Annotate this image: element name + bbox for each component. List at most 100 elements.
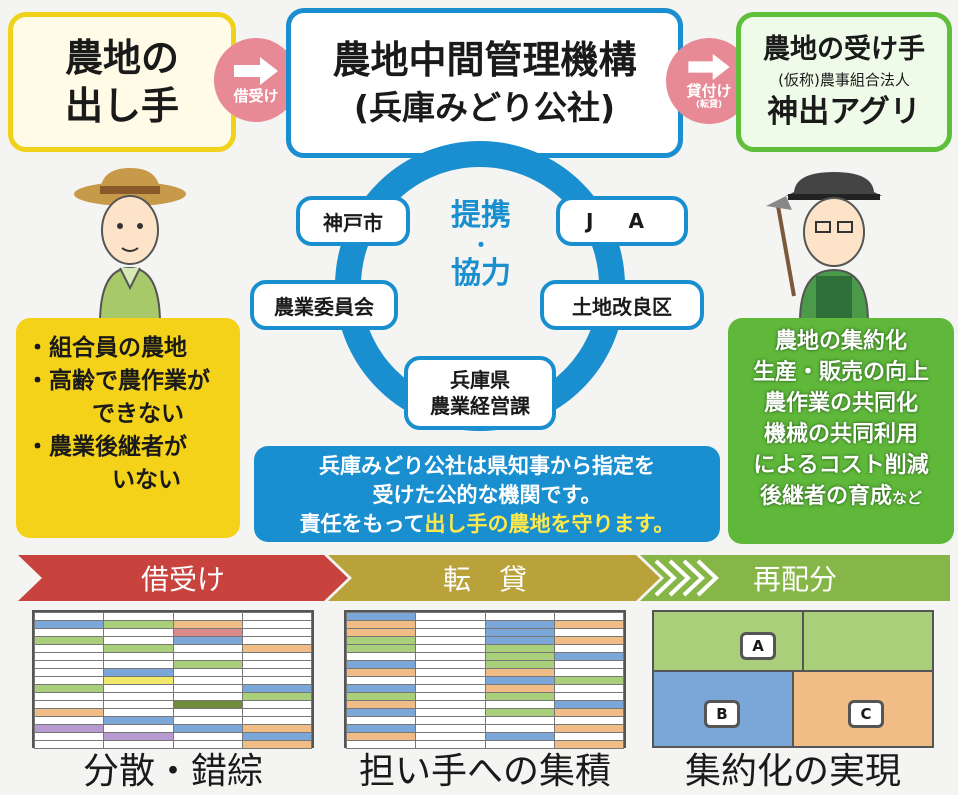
stage-label: 借受け [140, 563, 225, 596]
grid-row [345, 708, 625, 717]
plot-cell [103, 652, 174, 661]
plot-cell [553, 740, 625, 749]
plot-cell [103, 620, 174, 629]
plot-cell [345, 652, 417, 661]
grid-row [345, 636, 625, 645]
cooperation-label: 提携 ・ 協力 [440, 196, 522, 294]
prefecture-line2: 農業経営課 [430, 394, 530, 418]
plot-cell [345, 612, 417, 621]
lend-arrow: 借受け [214, 38, 298, 122]
plot-cell [241, 684, 313, 693]
plot-cell [553, 628, 625, 637]
plot-cell [345, 620, 417, 629]
note-highlight: 出し手の農地を守ります。 [424, 512, 675, 536]
plot-cell [33, 612, 105, 621]
grid-row [33, 652, 313, 661]
grid-row [345, 612, 625, 621]
grid-row [33, 692, 313, 701]
grid-row [345, 716, 625, 725]
benefit-item: 農作業の共同化 [763, 391, 918, 416]
plot-cell [553, 668, 625, 677]
coop-dot: ・ [471, 233, 491, 257]
plot-cell [415, 732, 486, 741]
plot-cell [484, 612, 555, 621]
receiver-type: (仮称)農事組合法人 [778, 71, 910, 89]
plot-cell [484, 676, 555, 685]
plot-cell [553, 708, 625, 717]
grid-row [33, 732, 313, 741]
partner-kobe: 神戸市 [296, 196, 410, 246]
grid-row [345, 676, 625, 685]
plot-cell [415, 636, 486, 645]
plot-cell [345, 732, 417, 741]
giver-point: ・高齢で農作業が [26, 368, 210, 394]
plot-cell [33, 740, 105, 749]
grid-row [345, 628, 625, 637]
plot-cell [103, 676, 174, 685]
plot-cell [172, 724, 243, 733]
giver-point: ・農業後継者が [26, 434, 187, 460]
plot-cell [345, 676, 417, 685]
plot-cell [241, 668, 313, 677]
lend-label: 借受け [233, 87, 279, 105]
plot-cell [33, 660, 105, 669]
grid-row [33, 660, 313, 669]
plot-cell [172, 644, 243, 653]
land-giver-box: 農地の 出し手 [8, 12, 236, 152]
plot-cell [103, 740, 174, 749]
grid-row [345, 652, 625, 661]
plot-cell [553, 652, 625, 661]
plot-cell [553, 636, 625, 645]
grid-row [33, 716, 313, 725]
benefit-item: 農地の集約化 [774, 329, 907, 354]
plot-cell [553, 700, 625, 709]
plot-cell [484, 652, 555, 661]
scattered-plots-grid [32, 610, 314, 749]
plot-cell [415, 740, 486, 749]
plot-cell [33, 636, 105, 645]
plot-cell [241, 628, 313, 637]
grid-row [33, 684, 313, 693]
plot-cell [241, 724, 313, 733]
plot-cell [241, 732, 313, 741]
plot-cell [172, 628, 243, 637]
giver-point: できない [92, 401, 184, 427]
plot-cell [484, 660, 555, 669]
plot-cell [33, 700, 105, 709]
grid-row [345, 732, 625, 741]
lease-label: 貸付け [686, 82, 732, 100]
plot-cell [103, 644, 174, 653]
plot-cell [172, 700, 243, 709]
plot-cell [172, 716, 243, 725]
stage-chevrons [18, 555, 950, 601]
plot-cell [241, 612, 313, 621]
plot-cell [241, 644, 313, 653]
plot-cell [33, 668, 105, 677]
plot-cell [33, 716, 105, 725]
caption: 集約化の実現 [684, 751, 901, 792]
receiver-name: 神出アグリ [767, 94, 921, 130]
stage-label: 転 貸 [442, 563, 527, 596]
plot-cell [484, 716, 555, 725]
grid-row [33, 724, 313, 733]
plot-cell [103, 668, 174, 677]
grid-row [345, 724, 625, 733]
plot-cell [241, 708, 313, 717]
grid-row [345, 692, 625, 701]
plot-cell [345, 644, 417, 653]
partner-agri-committee: 農業委員会 [250, 280, 398, 330]
giver-conditions-panel: ・組合員の農地 ・高齢で農作業が できない ・農業後継者が いない [16, 318, 240, 538]
coop-line2: 協力 [451, 256, 511, 291]
plot-cell [484, 636, 555, 645]
partner-land-improvement: 土地改良区 [540, 280, 704, 330]
giver-line1: 農地の [64, 36, 179, 80]
grid-row [33, 628, 313, 637]
plot-cell [415, 700, 486, 709]
plot-cell [553, 716, 625, 725]
plot-cell [553, 732, 625, 741]
plot-cell [345, 636, 417, 645]
plot-cell [484, 732, 555, 741]
partner-ja: J A [556, 196, 688, 246]
elderly-farmer-illustration [74, 168, 186, 324]
benefit-item-last: 後継者の育成など [732, 481, 950, 514]
